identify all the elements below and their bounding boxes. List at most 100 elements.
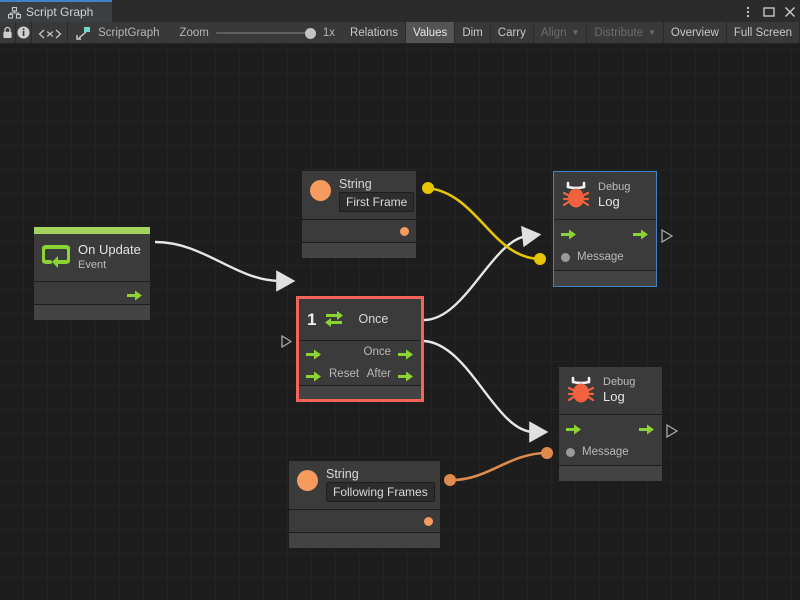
maximize-icon[interactable] xyxy=(763,5,775,17)
wire-endpoint-dot xyxy=(541,447,553,459)
flow-output-arrow-icon[interactable] xyxy=(398,347,414,359)
toolbar-button-full-screen[interactable]: Full Screen xyxy=(727,22,800,43)
on-update-event-icon xyxy=(41,244,71,270)
debug-bug-icon xyxy=(562,180,590,210)
tab-script-graph[interactable]: Script Graph xyxy=(0,0,112,22)
port-label-once-out: Once xyxy=(363,346,392,358)
script-graph-asset-icon xyxy=(76,26,91,40)
port-label-reset-in: Reset xyxy=(329,368,360,380)
string-value-input[interactable]: First Frame xyxy=(339,192,415,212)
flow-input-arrow-icon[interactable] xyxy=(306,347,322,359)
port-stub-flow-output-bottom[interactable] xyxy=(666,423,679,439)
once-badge: 1 xyxy=(307,309,317,329)
node-string-first-frame[interactable]: String First Frame xyxy=(301,170,417,259)
close-icon[interactable] xyxy=(784,5,796,17)
node-body: Message xyxy=(559,415,662,466)
wire-endpoint-dot xyxy=(422,182,434,194)
info-icon xyxy=(17,26,30,39)
toolbar-button-distribute[interactable]: Distribute ▼ xyxy=(587,22,664,43)
flow-input-arrow-icon[interactable] xyxy=(561,227,577,239)
value-input-port-icon[interactable] xyxy=(561,252,570,262)
node-body xyxy=(289,510,440,533)
port-label-message: Message xyxy=(582,446,629,458)
toolbar-button-values[interactable]: Values xyxy=(406,22,456,43)
node-title: On Update xyxy=(78,242,141,257)
zoom-slider[interactable] xyxy=(215,27,316,39)
node-header: String First Frame xyxy=(302,171,416,220)
node-string-following-frames[interactable]: String Following Frames xyxy=(288,460,441,549)
wire-onupdate-to-once xyxy=(154,240,296,292)
string-value-icon xyxy=(297,470,318,491)
flow-input-arrow-icon[interactable] xyxy=(566,422,582,434)
node-subtitle: Debug xyxy=(603,376,636,388)
lock-button[interactable] xyxy=(0,22,16,43)
zoom-label: Zoom xyxy=(179,26,209,39)
node-footer xyxy=(302,243,416,258)
node-on-update[interactable]: On Update Event xyxy=(33,226,151,321)
node-accent-bar xyxy=(34,227,150,234)
toolbar-button-carry[interactable]: Carry xyxy=(491,22,534,43)
value-output-port-icon[interactable] xyxy=(424,516,433,526)
flow-output-arrow-icon[interactable] xyxy=(639,422,655,434)
node-title: Log xyxy=(598,194,620,209)
window-tab-bar: Script Graph xyxy=(0,0,800,22)
node-debug-log-bottom[interactable]: Debug Log xyxy=(558,366,663,482)
string-value-icon xyxy=(310,180,331,201)
window-controls xyxy=(742,0,796,22)
port-row-message[interactable]: Message xyxy=(554,244,656,270)
node-title: String xyxy=(339,177,372,191)
node-body: Once xyxy=(299,341,421,386)
chevron-down-icon: ▼ xyxy=(571,27,580,37)
flow-input-arrow-icon[interactable] xyxy=(306,369,322,381)
asset-label: ScriptGraph xyxy=(98,26,160,39)
once-loop-icon xyxy=(322,307,346,331)
toolbar-button-relations[interactable]: Relations xyxy=(343,22,406,43)
port-row-value-out[interactable] xyxy=(289,510,440,532)
toolbar-button-align[interactable]: Align ▼ xyxy=(534,22,588,43)
wire-string-following-frames-to-message xyxy=(449,451,548,482)
node-footer xyxy=(554,271,656,286)
tab-label: Script Graph xyxy=(26,5,94,19)
asset-breadcrumb[interactable]: ScriptGraph xyxy=(68,22,169,43)
graph-canvas[interactable]: On Update Event xyxy=(0,44,800,600)
node-body xyxy=(302,220,416,243)
value-input-port-icon[interactable] xyxy=(566,447,575,457)
port-stub-flow-output-top[interactable] xyxy=(661,228,674,244)
port-row-flow[interactable] xyxy=(559,415,662,439)
node-once[interactable]: 1 Once xyxy=(296,296,424,402)
flow-output-arrow-icon[interactable] xyxy=(398,369,414,381)
port-row-flow[interactable] xyxy=(554,220,656,244)
port-row-reset-after[interactable]: Reset After xyxy=(299,363,421,385)
wire-once-after-to-debuglog-bottom xyxy=(423,339,549,443)
more-options-icon[interactable] xyxy=(742,5,754,18)
code-view-button[interactable] xyxy=(32,22,69,43)
node-debug-log-top[interactable]: Debug Log xyxy=(553,171,657,287)
node-footer xyxy=(34,305,150,320)
zoom-slider-handle[interactable] xyxy=(304,27,316,39)
toolbar-button-dim[interactable]: Dim xyxy=(455,22,491,43)
zoom-control[interactable]: Zoom 1x xyxy=(169,22,343,43)
node-header: String Following Frames xyxy=(289,461,440,510)
flow-output-arrow-icon[interactable] xyxy=(633,227,649,239)
port-stub-reset-input[interactable] xyxy=(281,334,293,349)
flow-output-arrow-icon[interactable] xyxy=(127,288,143,300)
port-row-flow-out[interactable] xyxy=(34,282,150,304)
port-row-value-out[interactable] xyxy=(302,220,416,242)
chevron-down-icon: ▼ xyxy=(647,27,656,37)
info-button[interactable] xyxy=(16,22,32,43)
port-row-enter-once[interactable]: Once xyxy=(299,341,421,363)
node-title: String xyxy=(326,467,359,481)
wire-once-to-debuglog-top xyxy=(423,225,542,322)
node-title: Once xyxy=(358,311,389,326)
zoom-value: 1x xyxy=(322,26,336,39)
value-output-port-icon[interactable] xyxy=(400,226,409,236)
node-footer xyxy=(559,466,662,481)
toolbar-button-overview[interactable]: Overview xyxy=(664,22,727,43)
port-row-message[interactable]: Message xyxy=(559,439,662,465)
node-header: On Update Event xyxy=(34,234,150,282)
node-footer xyxy=(299,386,421,399)
node-header: Debug Log xyxy=(559,367,662,415)
string-value-input[interactable]: Following Frames xyxy=(326,482,435,502)
node-subtitle: Debug xyxy=(598,181,631,193)
